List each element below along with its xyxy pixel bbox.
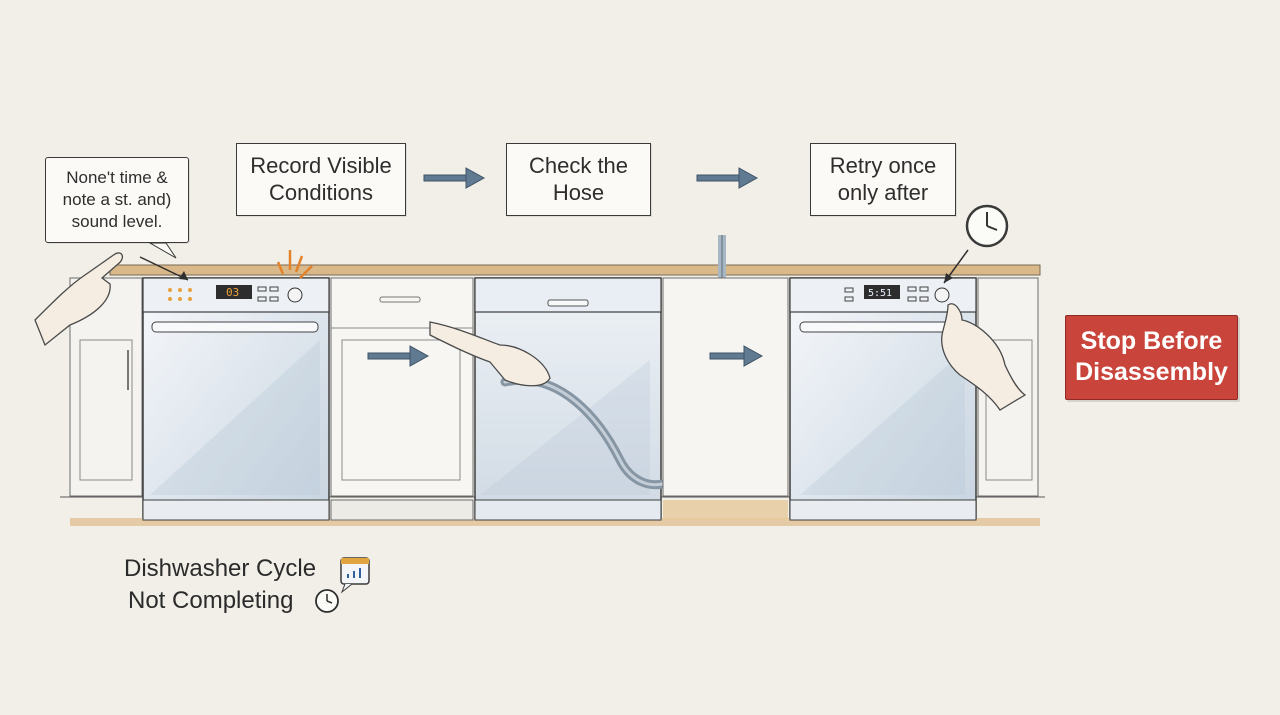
step-label: only after xyxy=(837,180,929,205)
arrow-right-icon xyxy=(423,167,486,189)
diagram-caption: Dishwasher Cycle Not Completing xyxy=(118,553,316,617)
clock-icon xyxy=(965,204,1009,248)
hand-left xyxy=(34,252,124,347)
step-label: Hose xyxy=(552,180,605,205)
step-retry-once: Retry once only after xyxy=(810,143,956,216)
note-line: note a st. and) xyxy=(62,190,172,209)
note-line: sound level. xyxy=(71,212,163,231)
spark-icon xyxy=(276,250,313,279)
clock-small-icon xyxy=(315,589,339,613)
stop-before-disassembly-badge: Stop Before Disassembly xyxy=(1065,315,1238,400)
step-record-conditions: Record Visible Conditions xyxy=(236,143,406,216)
note-line: None't time & xyxy=(66,168,168,187)
step-label: Check the xyxy=(528,153,629,178)
stop-line: Disassembly xyxy=(1075,358,1228,386)
chart-icon xyxy=(340,557,370,594)
step-check-hose: Check the Hose xyxy=(506,143,651,216)
step-label: Record Visible xyxy=(250,153,392,178)
caption-line: Dishwasher Cycle xyxy=(124,555,317,582)
note-callout: None't time & note a st. and) sound leve… xyxy=(45,157,189,243)
arrow-right-icon xyxy=(709,345,764,367)
step-label: Retry once xyxy=(829,153,937,178)
dishwasher-1: 03 xyxy=(142,277,330,521)
arrow-right-icon xyxy=(696,167,759,189)
panel-display: 5:51 xyxy=(868,288,892,299)
dishwasher-3: 5:51 xyxy=(789,277,977,521)
middle-cabinet xyxy=(330,277,474,521)
hand-middle xyxy=(429,321,551,387)
arrow-right-icon xyxy=(367,345,430,367)
step-label: Conditions xyxy=(269,180,373,205)
floor-strip xyxy=(70,518,1040,526)
hand-right xyxy=(941,303,1027,411)
flow-arrows xyxy=(367,167,764,367)
countertop xyxy=(109,264,1041,276)
panel-display: 03 xyxy=(226,286,239,299)
caption-line: Not Completing xyxy=(128,587,294,614)
stop-line: Stop Before xyxy=(1080,327,1223,355)
